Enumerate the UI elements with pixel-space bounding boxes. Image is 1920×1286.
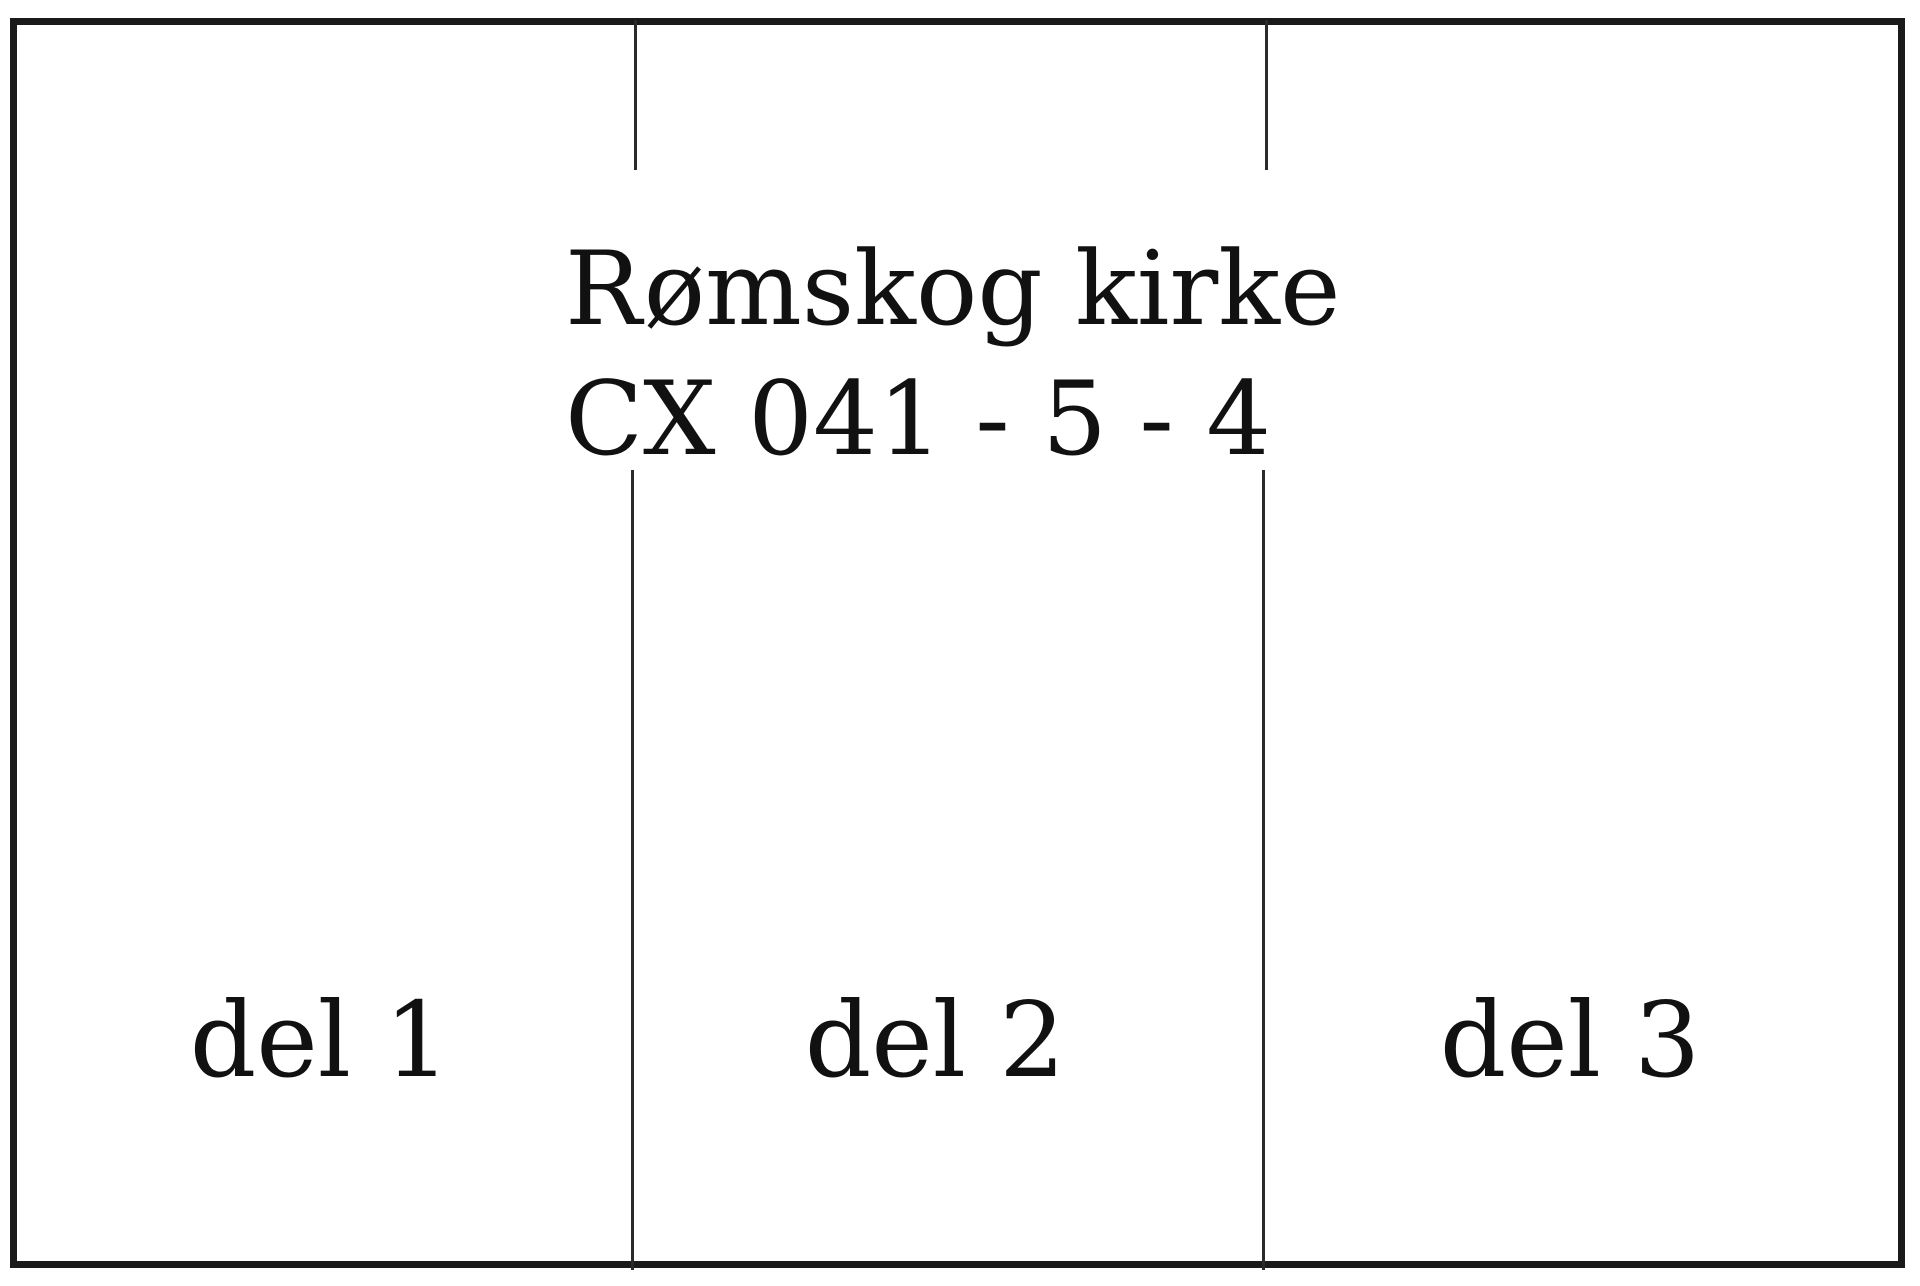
part-label-3: del 3 bbox=[1439, 979, 1701, 1101]
church-name: Rømskog kirke bbox=[565, 230, 1341, 349]
divider-line bbox=[1265, 20, 1268, 170]
part-label-2: del 2 bbox=[804, 979, 1066, 1101]
label-heading: Rømskog kirke CX 041 - 5 - 4 bbox=[565, 225, 1340, 485]
label-frame bbox=[10, 18, 1905, 1268]
divider-line bbox=[1262, 470, 1265, 1270]
part-label-1: del 1 bbox=[189, 979, 451, 1101]
divider-line bbox=[634, 20, 637, 170]
divider-line bbox=[631, 470, 634, 1270]
archive-code: CX 041 - 5 - 4 bbox=[565, 360, 1272, 479]
